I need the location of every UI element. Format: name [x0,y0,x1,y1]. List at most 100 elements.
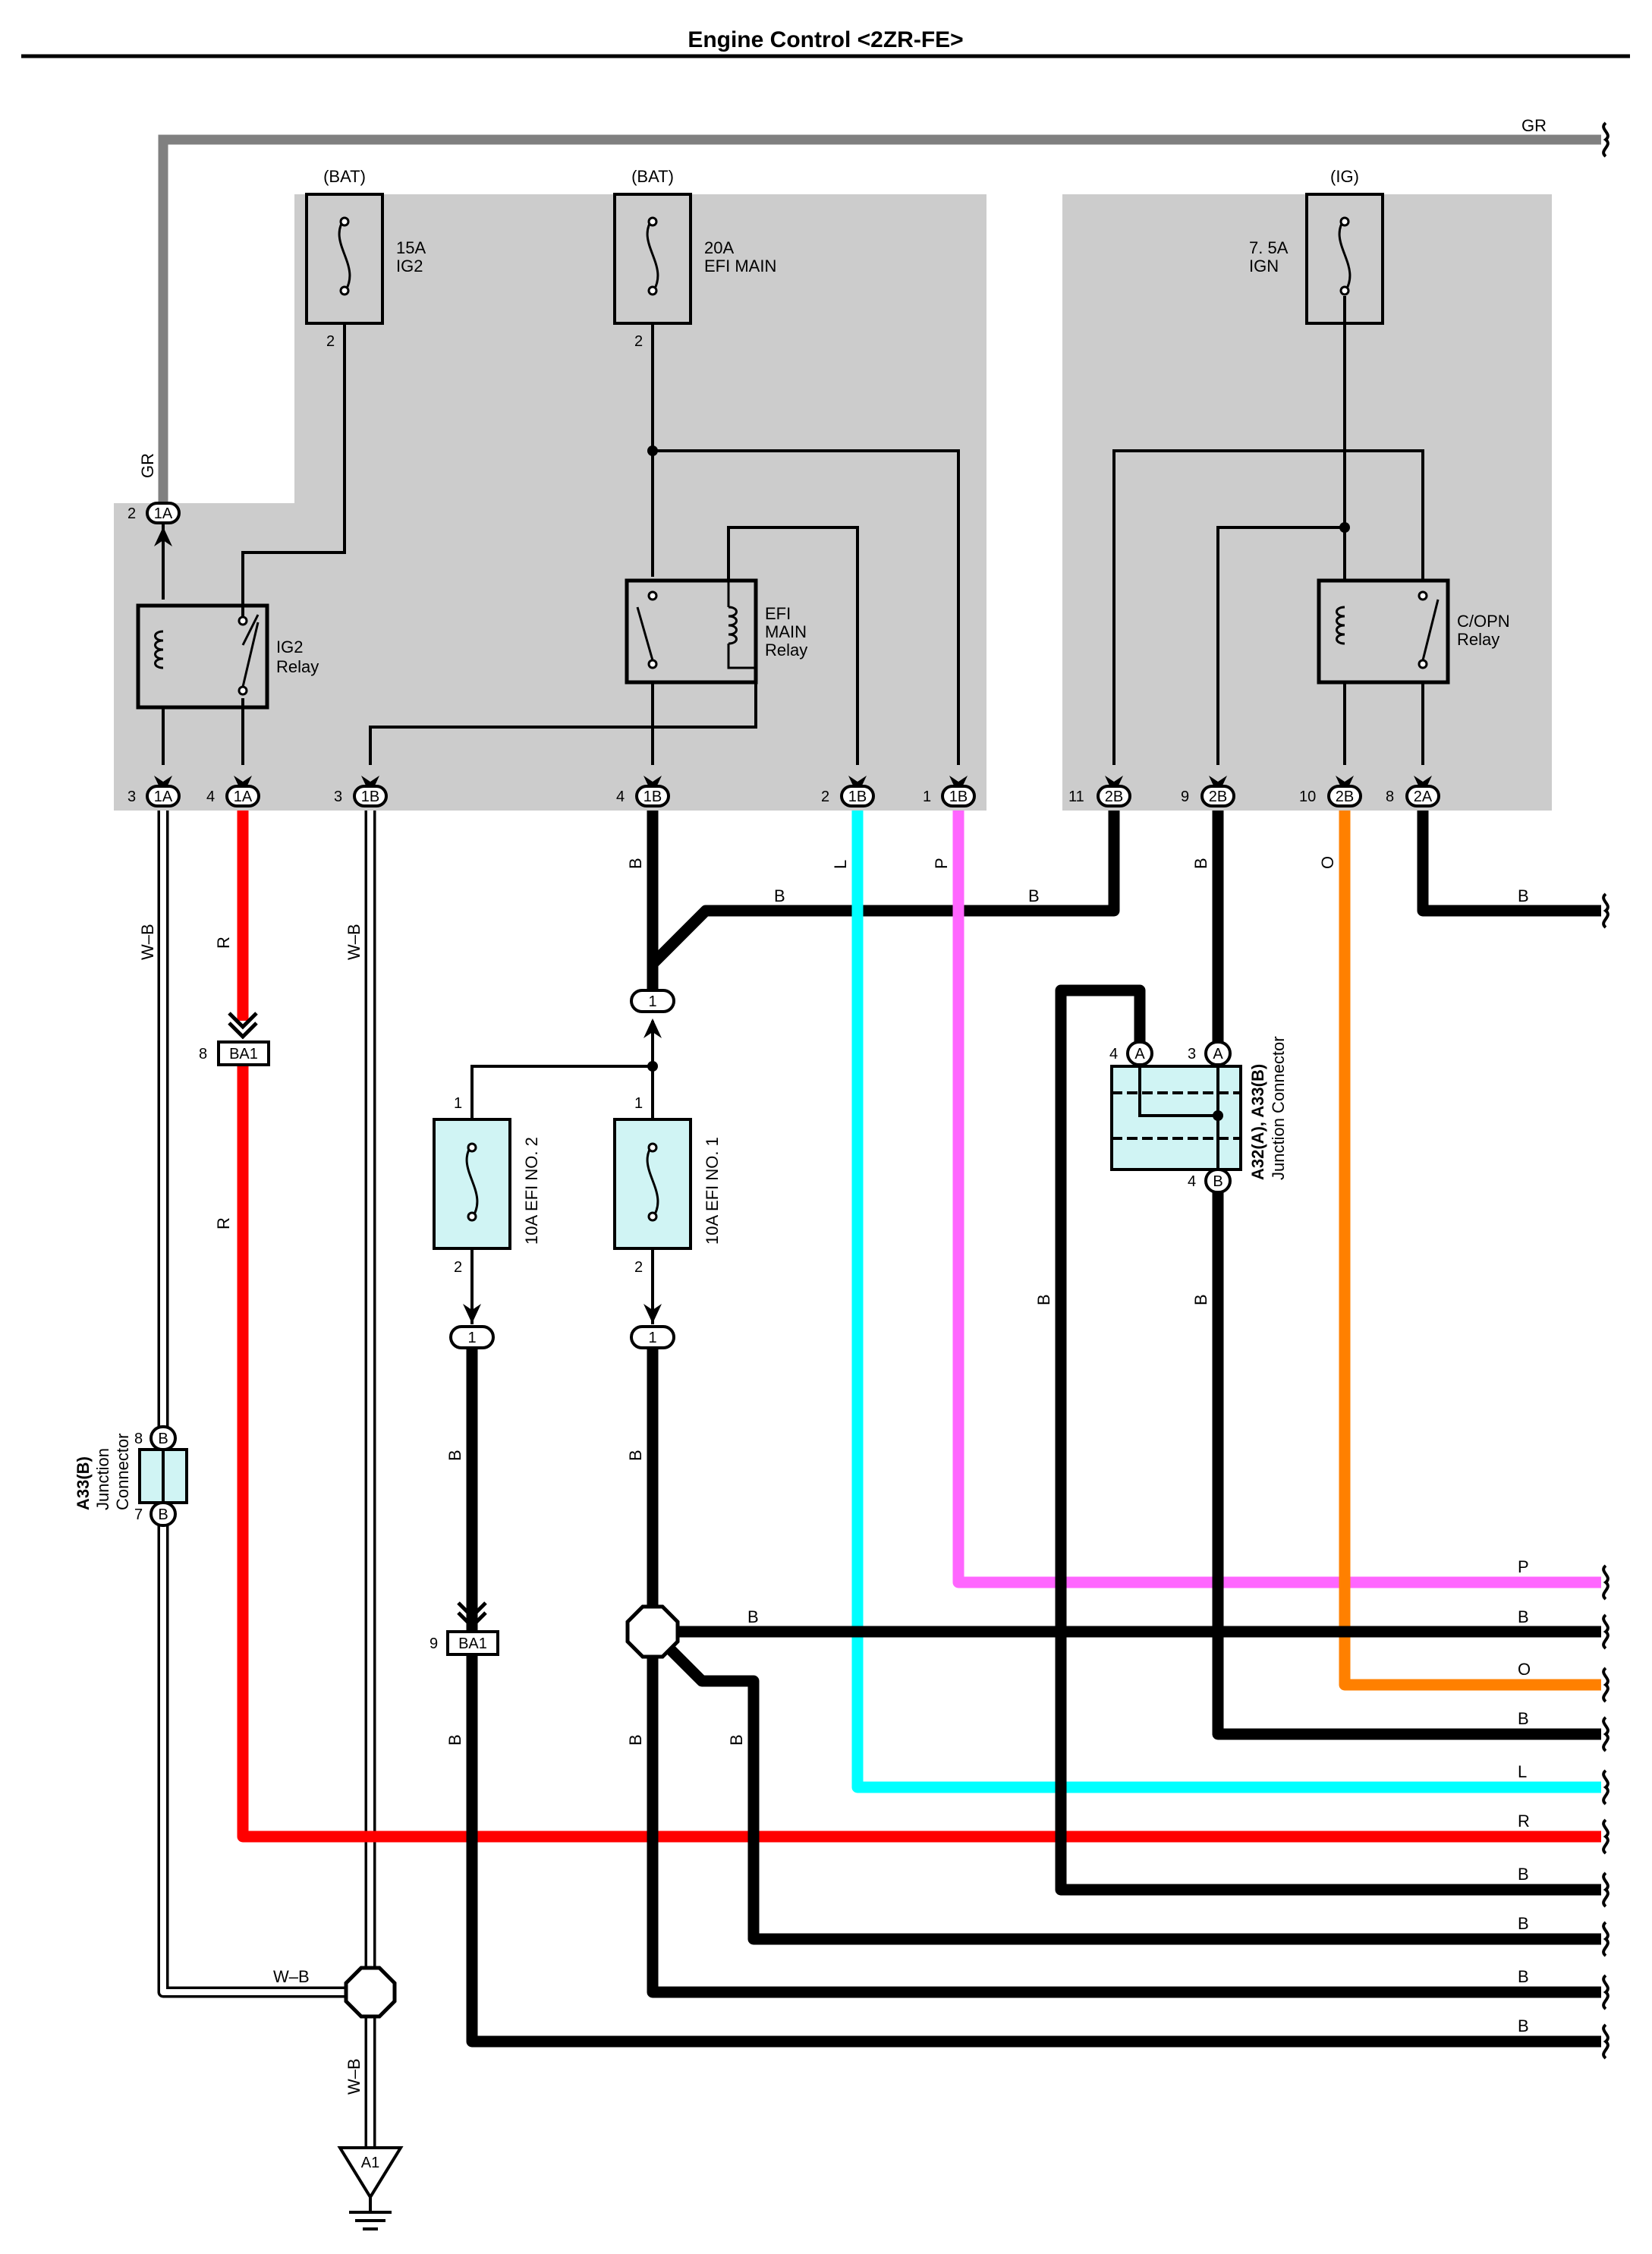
fuse-efi-no2-label: 10A EFI NO. 2 [522,1137,541,1245]
source-ig: (IG) [1330,167,1359,186]
internal-wiring-left [162,323,960,765]
connector-efi2-out: 1 [449,1325,495,1349]
connector-9-2b: 2B 9 [1181,785,1235,807]
wire-label-b-4-1b: B [626,858,645,869]
wire-b-efi1 [647,1339,1601,1998]
exit-label-b-3: B [1518,1865,1529,1884]
connector-3-1b: 1B 3 [334,785,388,807]
fuse-efi-no1-pin-bottom: 2 [634,1259,643,1276]
wire-label-l-vertical: L [831,860,850,869]
exit-label-b-5: B [1518,1967,1529,1986]
svg-text:3: 3 [334,789,342,805]
wire-label-b-a32-left: B [1034,1294,1053,1305]
relay-ig2-label-2: Relay [276,657,319,676]
wire-b-8-2a [1417,811,1601,917]
svg-text:4: 4 [206,789,215,805]
wire-label-b-ba1-down: B [445,1734,464,1746]
wire-label-b-hub-down: B [626,1734,645,1746]
svg-text:3: 3 [1188,1046,1196,1062]
connector-2-1a: 1A 2 [127,502,181,524]
connector-efi-in: 1 [630,989,675,1013]
relay-efi-main-label-2: MAIN [765,622,807,641]
fuse-efi-no2-pin-top: 1 [454,1095,462,1112]
internal-wiring-right [1112,296,1424,765]
wire-label-wb-mid: W–B [345,924,363,960]
svg-text:8: 8 [134,1431,143,1447]
svg-text:3: 3 [127,789,136,805]
splice-dot-efi-main [647,445,658,456]
junction-a33-left-name-2: Junction [93,1448,112,1510]
splice-dot-ign [1339,522,1350,533]
relay-copn-label-2: Relay [1457,630,1499,649]
fuse-ig2-rating: 15A [396,238,426,257]
splice-octagon-wb [344,1966,397,2019]
wire-b-hub-branch [648,1627,1601,1945]
svg-text:9: 9 [430,1635,438,1652]
wire-label-p-vertical: P [932,858,951,869]
svg-text:4: 4 [616,789,625,805]
splice-dot-efi-fuses [647,1061,658,1072]
wire-label-gr-top: GR [1521,116,1547,135]
svg-text:1: 1 [648,993,656,1010]
wire-label-gr-vertical: GR [138,453,157,478]
svg-text:B: B [158,1506,168,1523]
wire-label-b-hub-right: B [747,1607,759,1626]
wire-wb-left [157,811,370,1998]
svg-text:2A: 2A [1414,789,1433,805]
fuse-ig2-pin: 2 [326,333,335,350]
connector-8-2a: 2A 8 [1386,785,1440,807]
fuse-efi-main-rating: 20A [704,238,734,257]
junction-a33-left-name-3: Connector [113,1433,132,1510]
wire-label-b-a32-down: B [1191,1294,1210,1305]
svg-text:1B: 1B [361,789,379,805]
svg-text:1A: 1A [234,789,253,805]
wire-label-b-hub-branch: B [727,1734,746,1746]
exit-label-b-4: B [1518,1914,1529,1933]
wire-label-wb-ground: W–B [345,2058,363,2095]
relay-copn [1317,578,1450,685]
exit-label-o: O [1518,1660,1531,1679]
fuse-efi-no1-pin-top: 1 [634,1095,643,1112]
double-arrow-markers [228,1012,487,1629]
relay-ig2-label-1: IG2 [276,637,303,656]
fuse-ign-rating: 7. 5A [1249,238,1289,257]
exit-label-l: L [1518,1762,1527,1781]
svg-text:8: 8 [199,1046,207,1062]
svg-text:2B: 2B [1209,789,1227,805]
svg-text:B: B [158,1431,168,1447]
relay-block-left-panel [114,194,986,811]
svg-text:B: B [1213,1173,1222,1190]
relay-copn-label-1: C/OPN [1457,612,1510,631]
fuse-10a-efi-no2 [433,1118,511,1250]
connector-11-2b: 2B 11 [1068,785,1131,807]
svg-text:10: 10 [1299,789,1316,805]
exit-label-b-2: B [1518,1709,1529,1728]
svg-text:2B: 2B [1336,789,1354,805]
page-title: Engine Control <2ZR-FE> [688,27,963,52]
svg-text:1A: 1A [154,505,173,522]
svg-text:1B: 1B [643,789,662,805]
wire-label-b-efi1-out: B [626,1450,645,1461]
connector-ba1-8: BA1 8 [199,1040,270,1066]
wire-b-branch [648,811,1120,968]
relay-ig2 [136,603,269,710]
svg-text:A: A [1213,1046,1223,1062]
connector-10-2b: 2B 10 [1299,785,1362,807]
svg-text:1: 1 [467,1330,476,1346]
svg-text:A: A [1134,1046,1145,1062]
exit-label-p: P [1518,1557,1529,1576]
wire-l [851,811,1601,1793]
svg-text:4: 4 [1188,1173,1196,1190]
wire-gr-top [158,134,1601,511]
svg-text:A1: A1 [361,2155,379,2171]
fuse-efi-no2-pin-bottom: 2 [454,1259,462,1276]
connector-4-1b: 1B 4 [616,785,670,807]
fuse-efi-main-pin: 2 [634,333,643,350]
svg-text:7: 7 [134,1506,143,1523]
right-exit-labels: P B O B L R B B B B [1518,1557,1531,2035]
wire-b-efi2 [466,1339,1601,2048]
junction-a32-name-2: Junction Connector [1269,1036,1288,1180]
wire-label-r-upper: R [214,937,233,949]
fuse-20a-efi-main [613,193,692,325]
